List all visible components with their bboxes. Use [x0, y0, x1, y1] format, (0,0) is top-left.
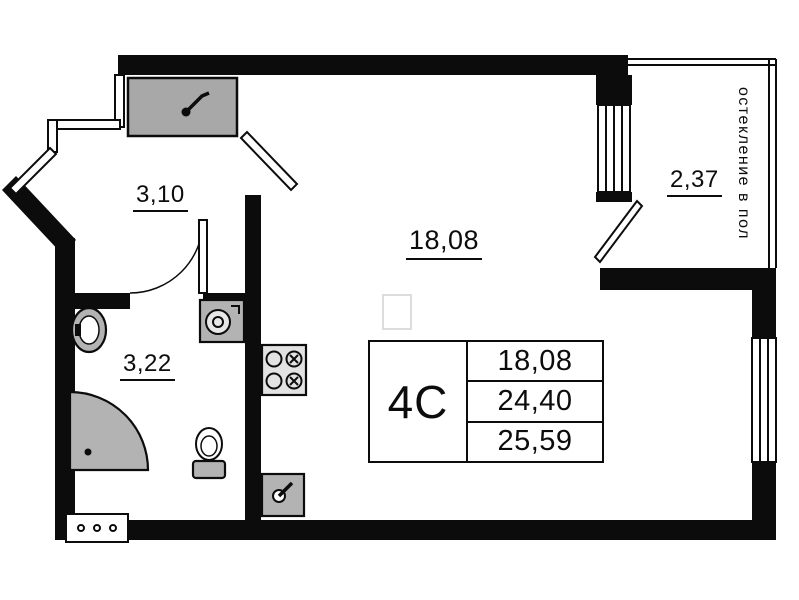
shower-tray: [68, 390, 150, 472]
main-room-area-label: 18,08: [406, 225, 483, 260]
glazing-note: остекление в пол: [735, 87, 752, 240]
hallway-door-leaf: [239, 130, 299, 192]
fixtures: [68, 294, 412, 518]
thin-walls: [47, 58, 777, 268]
apartment-type: 4С: [370, 342, 468, 461]
bathroom-area-label: 3,22: [120, 350, 175, 382]
stove: [260, 343, 308, 397]
bathroom-door-leaf: [198, 219, 208, 294]
bottom-window-vent: [65, 513, 129, 543]
wall-joint: [55, 238, 75, 250]
balcony-window: [597, 104, 631, 193]
entrance-diagonal-wall: [2, 176, 76, 254]
entrance-door-panel: [126, 76, 239, 138]
window-head-pier: [596, 75, 632, 105]
total-area-value: 25,59: [468, 420, 602, 461]
bathroom-top-wall-left: [75, 293, 130, 309]
area-value: 24,40: [468, 380, 602, 420]
entry-thin-wall-step: [47, 119, 58, 153]
bathroom-door-arc: [129, 219, 204, 294]
washbasin: [70, 306, 108, 354]
window-sill-pier: [596, 192, 632, 202]
living-area-value: 18,08: [497, 344, 573, 377]
hallway-area-label: 3,10: [133, 181, 188, 213]
right-wall-lower: [752, 462, 776, 520]
balcony-area-label: 2,37: [667, 166, 722, 198]
bathroom-right-wall: [245, 195, 261, 520]
burner-cross-icon: [289, 354, 299, 364]
bottom-wall: [55, 520, 776, 540]
entrance-door-leaf: [8, 146, 58, 196]
right-window: [751, 337, 777, 463]
entry-thin-wall-horizontal: [47, 119, 121, 130]
apartment-areas: 18,08 24,40 25,59: [468, 342, 602, 461]
doors: [8, 130, 644, 294]
furniture-ghost: [382, 294, 412, 330]
apartment-info-box: 4С 18,08 24,40 25,59: [368, 340, 604, 463]
tap-icon: [231, 305, 240, 314]
drain-icon: [84, 448, 92, 456]
walls: [2, 55, 776, 540]
washbasin-tap-icon: [75, 324, 81, 336]
balcony-door-leaf: [593, 199, 644, 264]
faucet-icon: [277, 481, 294, 498]
top-wall: [118, 55, 628, 75]
burner-cross-icon: [289, 376, 299, 386]
left-wall: [55, 246, 75, 520]
kitchen-sink: [260, 472, 306, 518]
right-wall-upper: [752, 290, 776, 338]
toilet: [191, 427, 227, 480]
washing-machine: [198, 298, 246, 344]
windows: [65, 104, 777, 543]
balcony-bottom-wall: [600, 268, 776, 290]
